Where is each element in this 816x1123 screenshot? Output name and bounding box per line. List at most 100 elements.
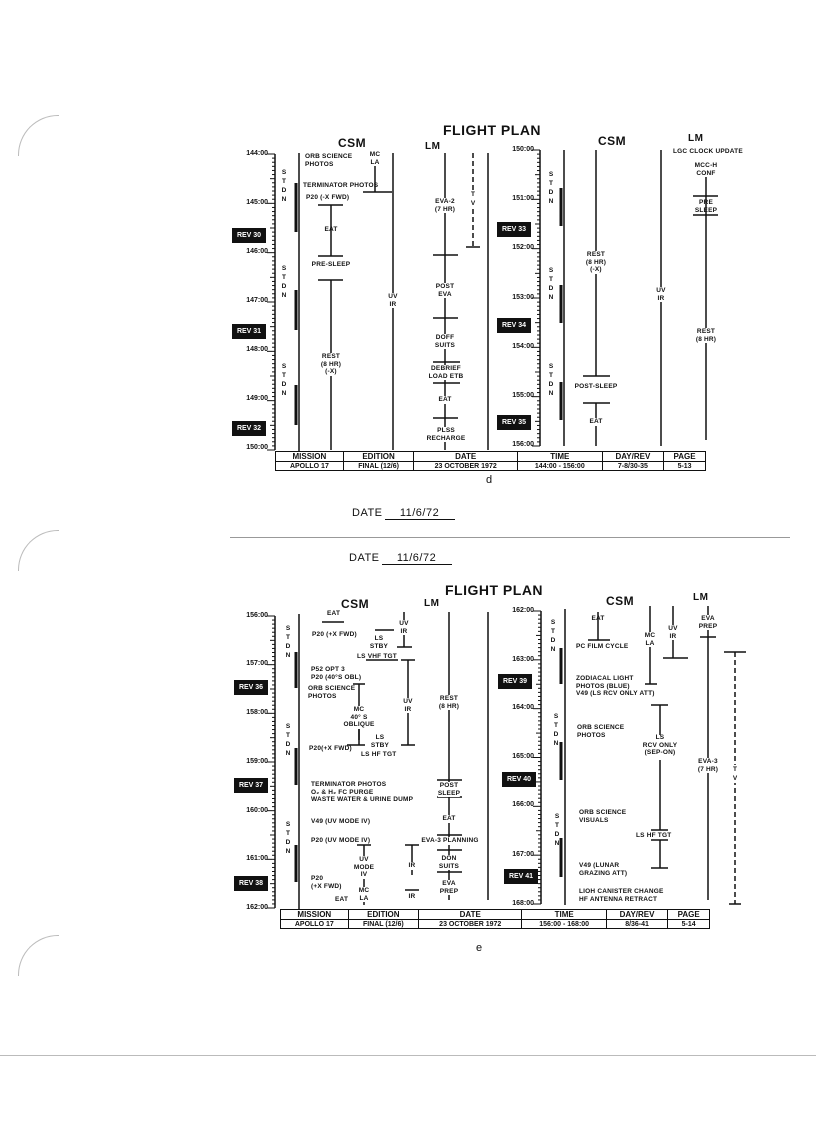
lm-activity-label: DOFF SUITS: [434, 334, 456, 349]
csm-header: CSM: [341, 597, 370, 611]
hour-label: 157:00: [246, 660, 268, 667]
activity-label: MC LA: [358, 887, 370, 902]
lm-activity-label: EVA-3 (7 HR): [697, 758, 719, 773]
activity-label: ORB SCIENCE PHOTOS: [305, 153, 353, 168]
lm-header: LM: [424, 598, 440, 609]
hour-label: 154:00: [512, 343, 534, 350]
activity-label: P20 (-X FWD): [306, 194, 350, 201]
flight-plan-title: FLIGHT PLAN: [445, 582, 544, 598]
hour-label: 149:00: [246, 395, 268, 402]
activity-label: ZODIACAL LIGHT PHOTOS (BLUE) V49 (LS RCV…: [576, 675, 655, 697]
lm-activity-label: REST (8 HR): [438, 695, 460, 710]
stdn-label: S T D N: [553, 713, 559, 747]
time-value: 156:00 - 168:00: [521, 919, 607, 929]
stdn-label: S T D N: [285, 723, 291, 757]
page-letter: d: [486, 474, 493, 486]
hour-label: 159:00: [246, 758, 268, 765]
stdn-label: S T D N: [548, 363, 554, 397]
stdn-label: S T D N: [550, 619, 556, 653]
lm-activity-label: POST EVA: [435, 283, 455, 298]
lm-activity-label: EAT: [442, 815, 456, 823]
activity-label: ORB SCIENCE VISUALS: [579, 809, 627, 824]
edition-value: FINAL (12/6): [342, 461, 415, 471]
page-letter: e: [476, 942, 483, 954]
hour-label: 165:00: [512, 753, 534, 760]
lm-activity-label: PLSS RECHARGE: [426, 427, 466, 442]
day-rev-value: 7-8/30-35: [601, 461, 665, 471]
date-value: 23 OCTOBER 1972: [413, 461, 518, 471]
hour-label: 145:00: [246, 199, 268, 206]
header-edition: EDITION: [347, 909, 420, 920]
header-mission: MISSION: [280, 909, 349, 920]
rev-marker: REV 36: [234, 680, 268, 695]
tv-label: T V: [732, 765, 738, 783]
activity-label: P20(+X FWD): [309, 745, 352, 752]
activity-label: V49 (LUNAR GRAZING ATT): [579, 862, 628, 877]
activity-label: LS STBY: [370, 734, 390, 749]
activity-label: P20 (UV MODE IV): [311, 837, 371, 844]
rev-marker: REV 39: [498, 674, 532, 689]
hour-label: 153:00: [512, 294, 534, 301]
rev-marker: REV 33: [497, 222, 531, 237]
activity-label: LS HF TGT: [636, 832, 672, 839]
hour-label: 161:00: [246, 855, 268, 862]
activity-label: TERMINATOR PHOTOS: [303, 182, 379, 189]
activity-label: ORB SCIENCE PHOTOS: [308, 685, 356, 700]
activity-label: LS STBY: [369, 635, 389, 650]
lm-activity-label: POST SLEEP: [437, 782, 461, 797]
hour-label: 146:00: [246, 248, 268, 255]
hour-label: 150:00: [246, 444, 268, 451]
lm-activity-label: MCC-H CONF: [694, 162, 718, 177]
rev-marker: REV 40: [502, 772, 536, 787]
lm-activity-label: DON SUITS: [438, 855, 460, 870]
activity-label: PC FILM CYCLE: [576, 643, 629, 650]
hour-label: 162:00: [512, 607, 534, 614]
mission-value: APOLLO 17: [275, 461, 344, 471]
uv-ir-label: UV IR: [403, 698, 413, 713]
ir-label: IR: [408, 862, 416, 870]
uv-ir-label: UV IR: [656, 287, 666, 302]
edition-value: FINAL (12/6): [347, 919, 420, 929]
stdn-label: S T D N: [281, 363, 287, 397]
lm-header: LM: [693, 592, 709, 603]
activity-label: LS HF TGT: [361, 751, 397, 758]
stdn-label: S T D N: [548, 171, 554, 205]
activity-label: LS RCV ONLY (SEP-ON): [642, 734, 678, 756]
activity-label: LS VHF TGT: [357, 653, 397, 660]
hour-label: 166:00: [512, 801, 534, 808]
header-date: DATE: [418, 909, 523, 920]
stdn-label: S T D N: [281, 265, 287, 299]
page-value: 5-13: [663, 461, 706, 471]
hour-label: 147:00: [246, 297, 268, 304]
csm-header: CSM: [338, 136, 367, 150]
csm-header: CSM: [598, 134, 627, 148]
lm-header: LM: [688, 133, 704, 144]
lm-activity-label: PRE SLEEP: [694, 199, 718, 214]
stdn-label: S T D N: [548, 267, 554, 301]
date-value: 11/6/72: [384, 507, 455, 520]
page-d-left-lines: [294, 153, 489, 452]
activity-label: TERMINATOR PHOTOS O₂ & H₂ FC PURGE WASTE…: [311, 781, 414, 803]
lm-activity-label: REST (8 HR): [695, 328, 717, 343]
activity-label: MC 40° S OBLIQUE: [343, 706, 375, 729]
lm-activity-label: EAT: [438, 396, 452, 404]
hour-label: 160:00: [246, 807, 268, 814]
rev-marker: REV 32: [232, 421, 266, 436]
activity-label: PRE-SLEEP: [311, 261, 351, 268]
header-day-rev: DAY/REV: [605, 909, 669, 920]
page-value: 5-14: [667, 919, 710, 929]
activity-label: EAT: [335, 896, 349, 903]
rev-marker: REV 37: [234, 778, 268, 793]
lm-activity-label: EVA-2 (7 HR): [434, 198, 456, 213]
stdn-label: S T D N: [554, 813, 560, 847]
uv-ir-label: UV IR: [668, 625, 678, 640]
hour-label: 156:00: [512, 441, 534, 448]
activity-label: LIOH CANISTER CHANGE HF ANTENNA RETRACT: [579, 888, 664, 903]
flight-plan-title: FLIGHT PLAN: [443, 122, 542, 138]
header-time: TIME: [517, 451, 603, 462]
hour-label: 155:00: [512, 392, 534, 399]
hour-label: 164:00: [512, 704, 534, 711]
